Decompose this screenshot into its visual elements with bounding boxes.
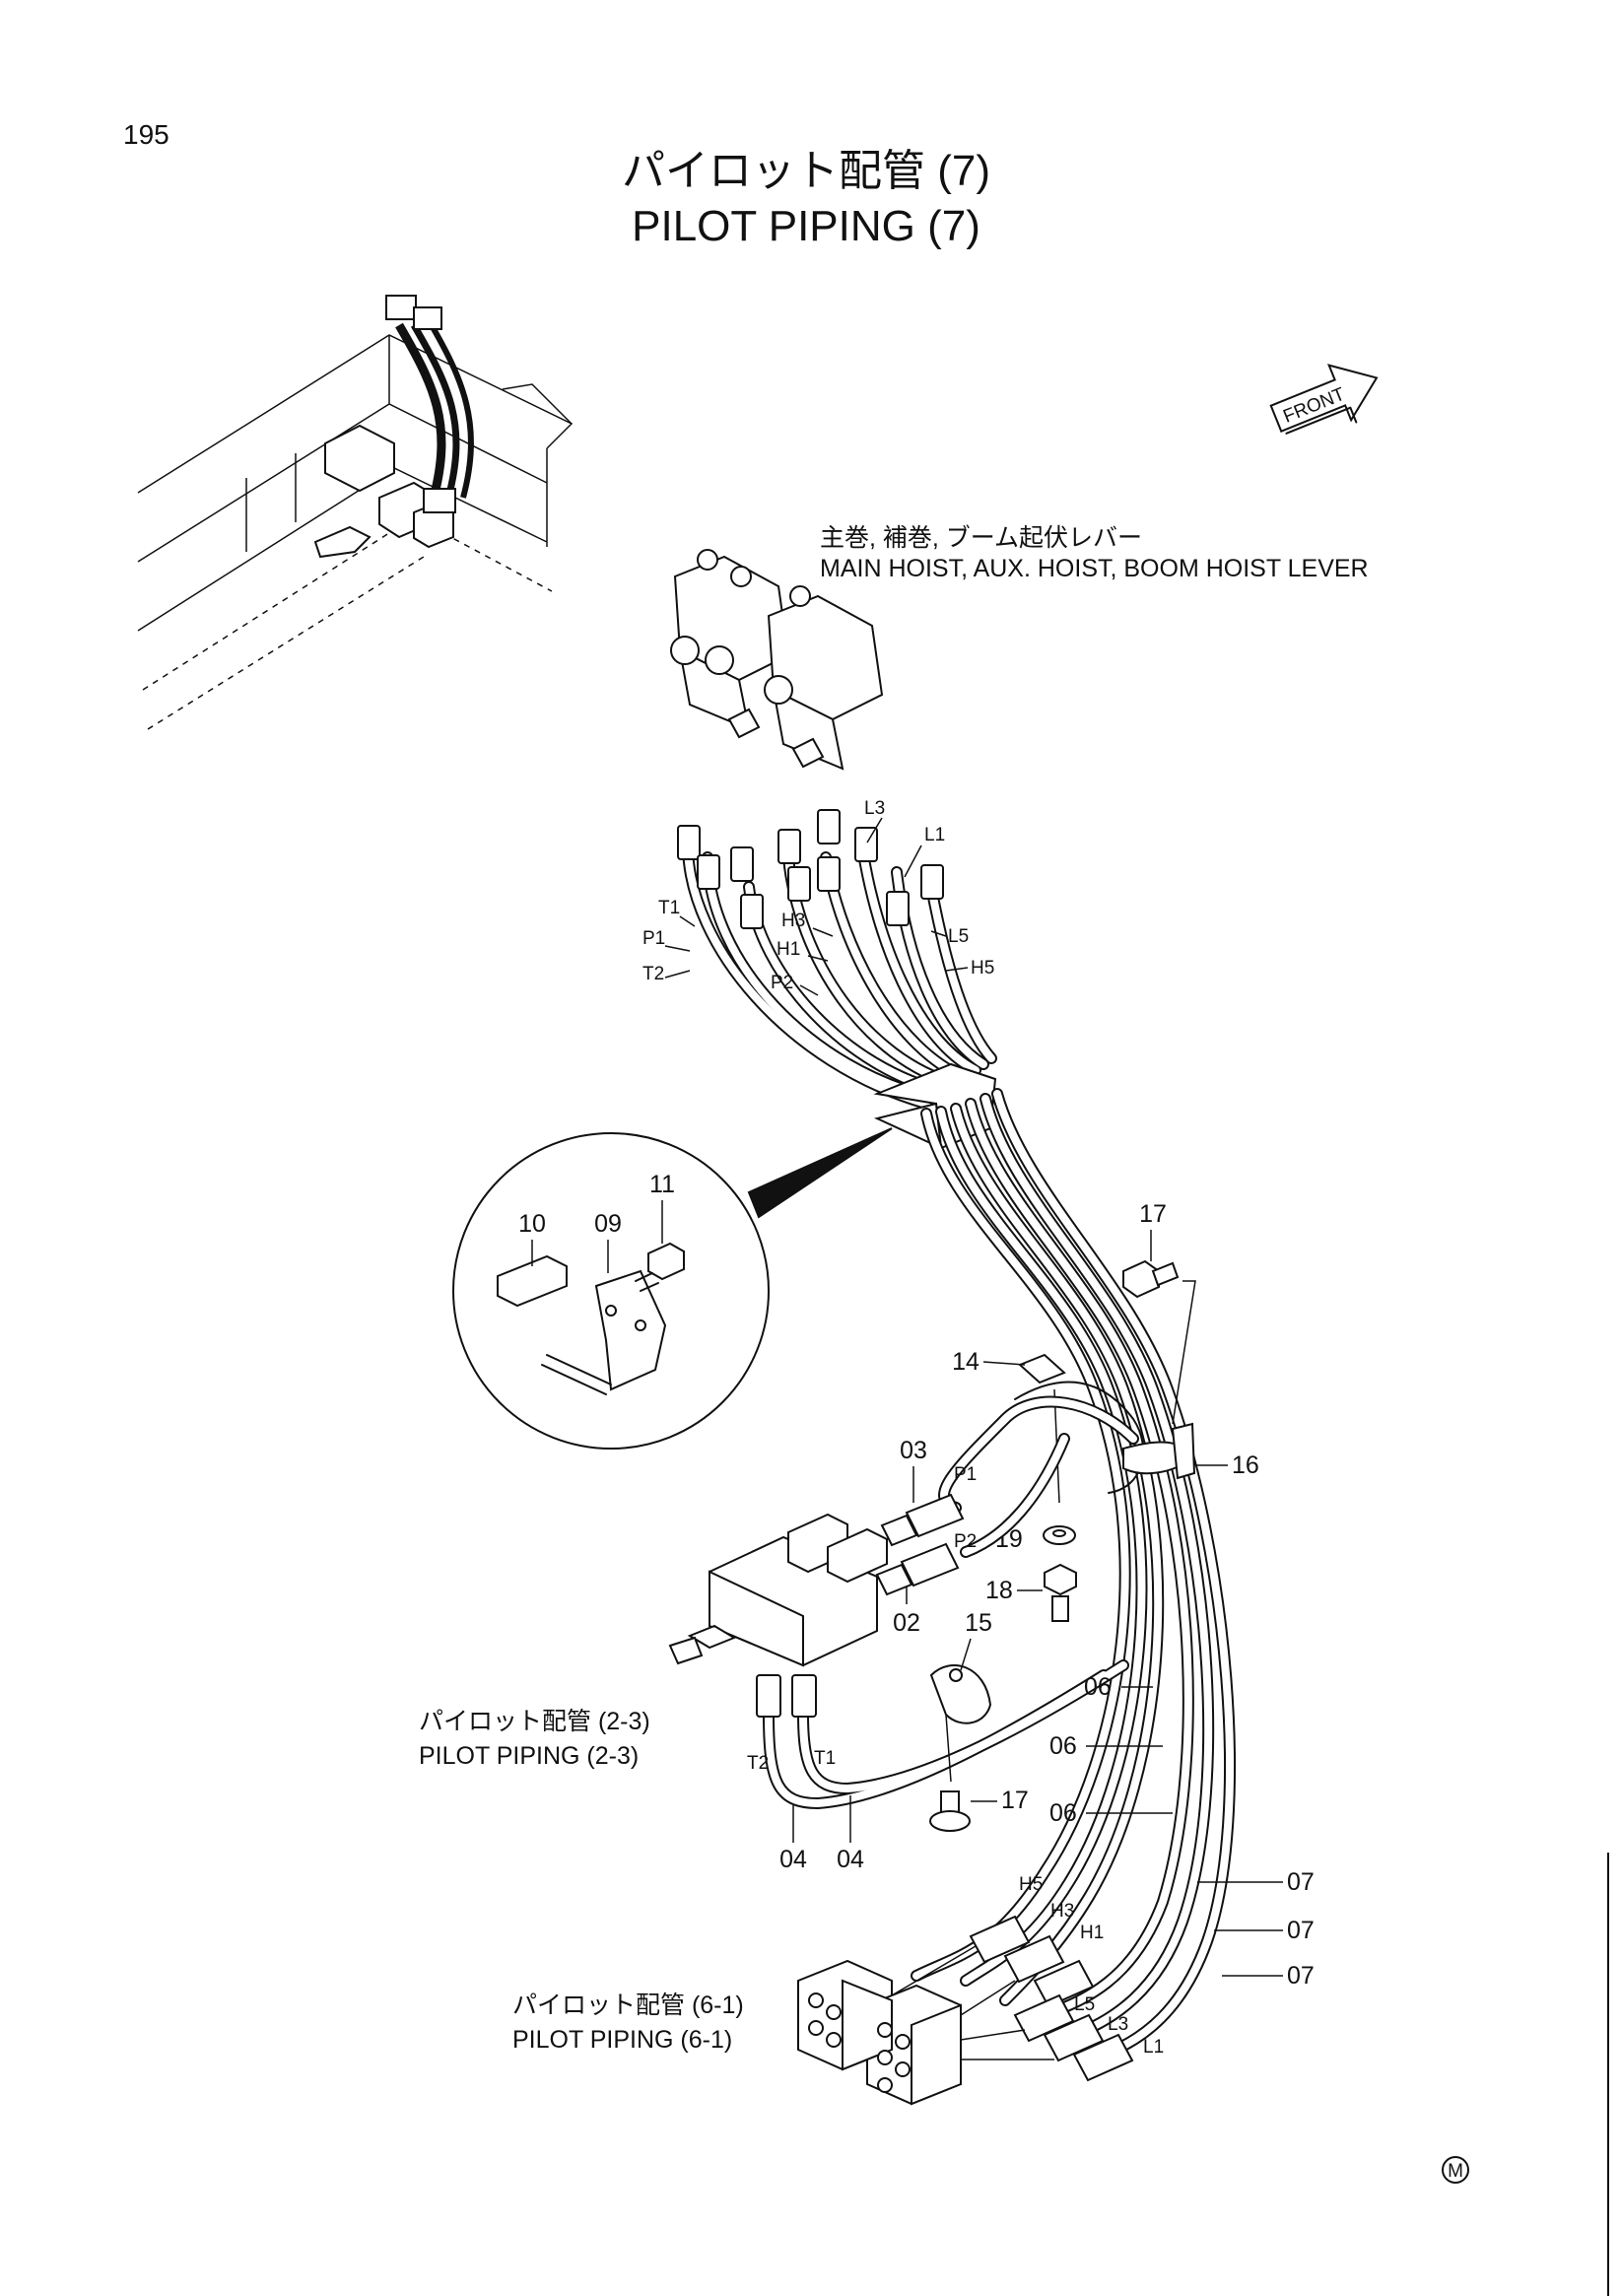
part-number-09: 09 (594, 1210, 622, 1238)
label-l5-top: L5 (948, 926, 969, 947)
front-arrow-icon: FRONT (1269, 364, 1379, 435)
lower-hose-fittings (969, 1915, 1134, 2082)
bolt-18 (1044, 1563, 1077, 1622)
valve-block-2-3 (668, 1513, 888, 1667)
label-p2-top: P2 (771, 973, 793, 993)
label-l1-bot: L1 (1143, 2037, 1164, 2058)
valve-block-6-1 (797, 1945, 1054, 2106)
label-h3-bot: H3 (1050, 1901, 1074, 1922)
part-number-02: 02 (893, 1609, 920, 1637)
label-l3-bot: L3 (1108, 2014, 1128, 2035)
upper-hose-bundle (677, 809, 997, 1110)
control-lever-valves (670, 549, 884, 771)
clamp-14 (1014, 1353, 1145, 1504)
lever-caption-jp: 主巻, 補巻, ブーム起伏レバー (820, 524, 1142, 552)
clamp-15 (929, 1664, 992, 1783)
piping-2-3-caption-en: PILOT PIPING (2-3) (419, 1742, 639, 1770)
label-p1-top: P1 (642, 928, 665, 949)
part-number-03: 03 (900, 1437, 927, 1464)
label-p2-mid: P2 (954, 1531, 977, 1552)
part-number-07-b: 07 (1287, 1917, 1315, 1944)
part-number-06-a: 06 (1084, 1673, 1112, 1701)
bolt-17-lower (929, 1790, 971, 1832)
bracket-detail-circle (452, 1127, 893, 1450)
machine-frame-overview (137, 295, 574, 730)
piping-2-3-caption-jp: パイロット配管 (2-3) (419, 1708, 650, 1735)
clamp-16 (1122, 1422, 1196, 1480)
piping-6-1-caption-en: PILOT PIPING (6-1) (512, 2026, 732, 2054)
label-t1-low: T1 (814, 1748, 836, 1769)
label-h3-top: H3 (781, 911, 805, 931)
part-number-10: 10 (518, 1210, 546, 1238)
part-number-04-b: 04 (837, 1846, 864, 1873)
part-number-07-a: 07 (1287, 1868, 1315, 1896)
part-number-14: 14 (952, 1348, 979, 1376)
lever-caption-en: MAIN HOIST, AUX. HOIST, BOOM HOIST LEVER (820, 555, 1369, 582)
part-number-11: 11 (649, 1171, 675, 1198)
part-number-17-upper: 17 (1139, 1200, 1167, 1228)
label-t1-top: T1 (658, 898, 680, 918)
page-title-en: PILOT PIPING (7) (632, 202, 980, 250)
washer-19 (1043, 1525, 1076, 1545)
part-number-06-b: 06 (1049, 1732, 1077, 1760)
part-number-18: 18 (985, 1577, 1013, 1604)
part-number-17-lower: 17 (1001, 1787, 1029, 1814)
bolt-17-upper (1122, 1259, 1196, 1425)
label-h1-top: H1 (777, 939, 800, 960)
label-p1-mid: P1 (954, 1464, 977, 1485)
part-number-07-c: 07 (1287, 1962, 1315, 1990)
label-h1-bot: H1 (1080, 1923, 1104, 1943)
label-t2-low: T2 (747, 1753, 769, 1774)
label-l5-bot: L5 (1074, 1994, 1095, 2015)
part-number-15: 15 (965, 1609, 992, 1637)
part-number-06-c: 06 (1049, 1799, 1077, 1827)
pilot-hoses-t1-t2 (756, 1659, 1129, 1810)
footer-mark-label: M (1448, 2161, 1463, 2182)
piping-6-1-caption-jp: パイロット配管 (6-1) (512, 1992, 744, 2019)
label-h5-bot: H5 (1019, 1874, 1043, 1895)
pilot-hoses-p1-p2 (875, 1395, 1139, 1596)
page-number: 195 (123, 119, 169, 150)
label-l3-top: L3 (864, 798, 885, 819)
page-title-jp: パイロット配管 (7) (622, 147, 990, 195)
part-number-04-a: 04 (779, 1846, 807, 1873)
label-t2-top: T2 (642, 964, 664, 984)
footer-mark: M (1442, 2156, 1469, 2184)
part-number-16: 16 (1232, 1452, 1259, 1479)
label-l1-top: L1 (924, 825, 945, 845)
label-h5-top: H5 (971, 958, 994, 979)
